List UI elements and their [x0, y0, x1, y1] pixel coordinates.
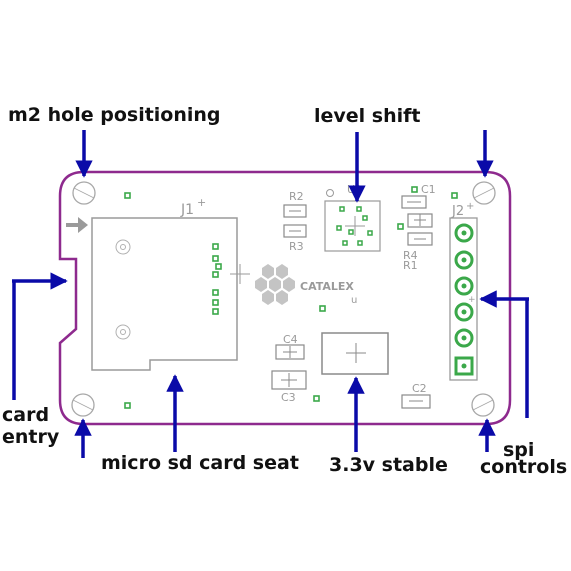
vias: [124, 186, 458, 409]
regulator-label: 3.3v stable: [329, 454, 448, 476]
sd-holder-peg-bottom: [115, 324, 131, 340]
pad: [212, 271, 219, 278]
level-shift-label: level shift: [314, 105, 421, 127]
mounting-hole-bottom-right: [471, 393, 495, 417]
capacitor-c1: [401, 195, 427, 209]
resistor-r3: [283, 224, 307, 238]
pad: [348, 229, 354, 235]
via: [124, 402, 131, 409]
pad: [356, 206, 362, 212]
card-insert-arrow-icon: [66, 217, 88, 233]
pad: [362, 215, 368, 221]
u1-label: U1: [347, 183, 362, 196]
header-pin: [454, 328, 474, 348]
r2-label: R2: [289, 190, 304, 203]
header-pin: [454, 250, 474, 270]
j1-label: J1: [180, 202, 194, 218]
r3-label: R3: [289, 240, 304, 253]
card-entry-label-line2: entry: [2, 426, 60, 448]
via: [397, 223, 404, 230]
via: [411, 186, 418, 193]
catalex-logo-icon: [255, 264, 295, 305]
sd-seat-label: micro sd card seat: [101, 452, 299, 474]
brand-text: CATALEX: [300, 280, 354, 293]
pad: [336, 225, 342, 231]
r1-label: R1: [403, 259, 418, 272]
sd-card-holder: [91, 217, 238, 371]
j2-plus: +: [466, 201, 474, 212]
r4-label: R4: [403, 249, 418, 262]
j2-label: J2: [451, 204, 464, 219]
pad: [212, 243, 219, 250]
pad: [367, 230, 373, 236]
capacitor-c2: [401, 394, 431, 409]
header-pin: [454, 276, 474, 296]
j2-pin-marker: +: [468, 295, 476, 305]
mounting-hole-bottom-left: [71, 393, 95, 417]
resistor-r4: [407, 232, 433, 246]
pad: [215, 263, 222, 270]
mounting-hole-top-right: [472, 181, 496, 205]
c2-label: C2: [412, 382, 427, 395]
spi-label-line1: spi: [503, 439, 535, 461]
pad: [342, 240, 348, 246]
pad: [212, 289, 219, 296]
sd-holder-peg-top: [115, 239, 131, 255]
resistor-r1: [407, 213, 433, 228]
capacitor-c4: [275, 344, 305, 360]
header-j2: [449, 217, 478, 381]
via: [319, 305, 326, 312]
pad: [212, 255, 219, 262]
pad: [212, 308, 219, 315]
via: [124, 192, 131, 199]
resistor-r2: [283, 204, 307, 218]
header-pin-square: [454, 356, 474, 376]
header-pin: [454, 223, 474, 243]
c1-label: C1: [421, 183, 436, 196]
j1-plus: +: [197, 196, 206, 209]
pad: [212, 299, 219, 306]
sd-holder-crosshair: [230, 264, 250, 284]
pad: [357, 240, 363, 246]
card-entry-label-line1: card: [2, 404, 50, 426]
via: [313, 395, 320, 402]
spi-label-line2: controls: [480, 456, 568, 478]
capacitor-c3: [271, 370, 307, 390]
via: [451, 192, 458, 199]
c3-label: C3: [281, 391, 296, 404]
mounting-hole-top-left: [72, 181, 96, 205]
header-pin: [454, 302, 474, 322]
voltage-regulator: [321, 332, 389, 375]
pad: [339, 206, 345, 212]
sd-contact-pads: [212, 243, 222, 315]
c4-label: C4: [283, 333, 298, 346]
brand-u-mark: u: [351, 295, 357, 306]
m2-hole-label: m2 hole positioning: [8, 104, 221, 126]
